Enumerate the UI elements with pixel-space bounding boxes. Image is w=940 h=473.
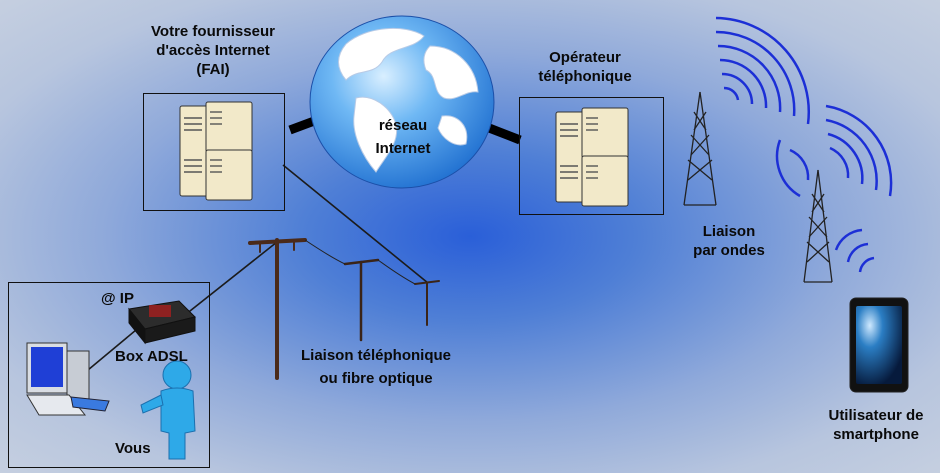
phone-line-label-line1: Liaison téléphonique [300, 347, 451, 364]
person-icon [140, 360, 196, 460]
isp-label: Votre fournisseur d'accès Internet (FAI) [128, 22, 298, 79]
smartphone-user-label: Utilisateur de smartphone [812, 406, 940, 444]
isp-title-line3: (FAI) [196, 61, 230, 78]
pole-wire-2 [377, 259, 416, 285]
ip-address-label: @ IP [101, 290, 134, 307]
telephone-pole-1 [248, 238, 307, 380]
operator-label: Opérateur téléphonique [520, 48, 650, 86]
home-box: @ IP Box ADSL Vous [8, 282, 210, 468]
internet-label-line2: Internet [375, 140, 431, 157]
internet-label: réseau Internet [372, 116, 434, 158]
operator-label-line2: téléphonique [538, 68, 632, 85]
internet-globe-icon [309, 15, 495, 189]
pole-wire-1 [304, 239, 346, 265]
isp-server-box [143, 93, 285, 211]
radio-link-line2: par ondes [693, 242, 765, 259]
telephone-pole-2 [343, 258, 380, 342]
computer-icon [26, 342, 110, 416]
box-adsl-label: Box ADSL [115, 348, 188, 365]
telephone-pole-3 [414, 280, 440, 326]
operator-server-icon [555, 107, 629, 207]
internet-label-line1: réseau [378, 117, 428, 134]
radio-link-label: Liaison par ondes [684, 222, 774, 260]
phone-line-label-line2: ou fibre optique [319, 370, 433, 387]
phone-line-label: Liaison téléphonique ou fibre optique [288, 346, 464, 388]
operator-server-box [519, 97, 664, 215]
home-devices [26, 300, 196, 460]
isp-to-pole-line [282, 164, 429, 284]
antenna-tower-1 [683, 91, 717, 206]
radio-waves-2 [775, 104, 893, 273]
operator-label-line1: Opérateur [549, 49, 621, 66]
radio-link-line1: Liaison [702, 223, 756, 240]
antenna-tower-2 [803, 169, 833, 283]
you-label: Vous [115, 440, 151, 457]
isp-title-line1: Votre fournisseur [151, 23, 275, 40]
smartphone-icon [849, 297, 909, 393]
smartphone-user-line2: smartphone [833, 426, 919, 443]
isp-server-icon [179, 101, 253, 201]
isp-title-line2: d'accès Internet [156, 42, 270, 59]
smartphone-user-line1: Utilisateur de [828, 407, 924, 424]
adsl-box-icon [128, 300, 196, 345]
radio-waves-1 [715, 16, 810, 125]
